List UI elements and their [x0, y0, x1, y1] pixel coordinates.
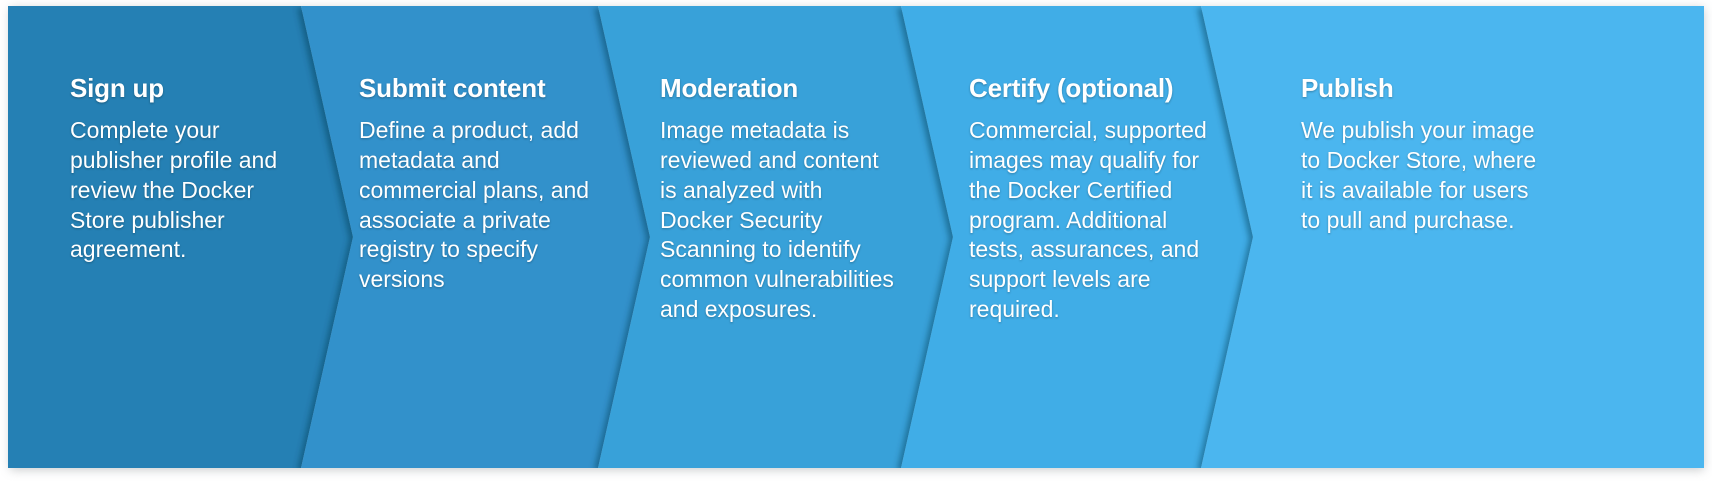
chevron-shape-3[interactable]	[598, 6, 953, 468]
chevron-shape-1[interactable]	[8, 6, 353, 468]
chevron-shapes	[8, 6, 1704, 468]
chevron-band: Sign up Complete your publisher profile …	[8, 6, 1704, 468]
chevron-shape-2[interactable]	[301, 6, 650, 468]
chevron-shape-4[interactable]	[901, 6, 1253, 468]
chevron-shape-5[interactable]	[1201, 6, 1704, 468]
